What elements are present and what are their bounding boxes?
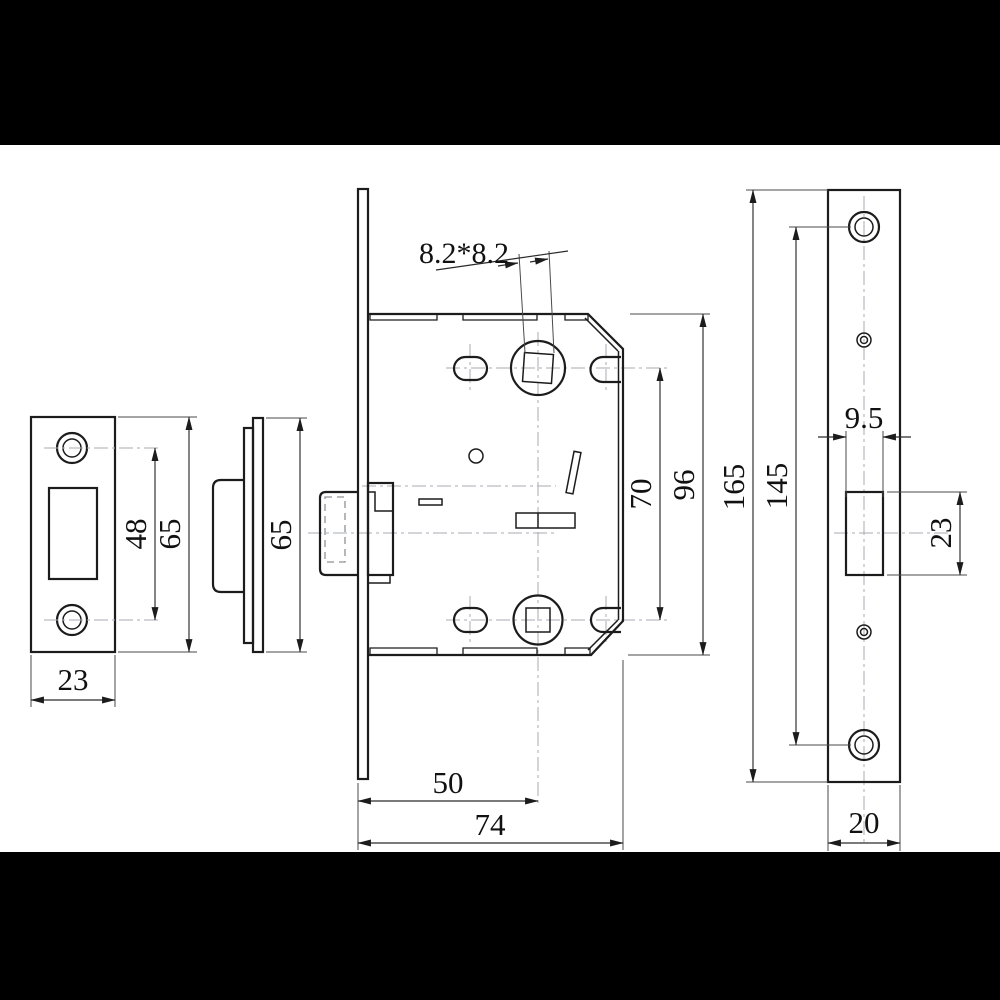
faceplate-rivet-bottom — [856, 624, 872, 640]
dim-label-plate-width: 20 — [849, 805, 880, 840]
strike-plate-body — [29, 415, 117, 654]
latch-bolt-hidden-line — [324, 496, 346, 563]
guide-slot — [418, 498, 443, 506]
upper-spindle-hub — [509, 339, 567, 397]
strike-plate-side-view: 65 — [211, 416, 307, 654]
dim-label-plate-height: 165 — [716, 464, 751, 511]
lock-case-view: 8.2*8.2 70 96 50 74 — [308, 187, 710, 850]
faceplate-rivet-top — [856, 332, 872, 348]
dim-label-spindle-spacing: 70 — [623, 479, 658, 510]
dim-arrow — [497, 261, 519, 269]
dim-label-case-height: 96 — [666, 470, 701, 501]
dim-leader-spindle — [435, 250, 569, 271]
lower-spindle-hub — [512, 594, 564, 646]
strike-dust-box — [211, 478, 244, 594]
case-tab — [462, 314, 538, 321]
faceplate-rivet-top-inner — [859, 335, 869, 345]
extension-line — [518, 253, 526, 354]
faceplate-screw-hole-top-inner — [854, 217, 874, 237]
latch-bolt — [318, 490, 358, 577]
dim-arrow — [529, 257, 549, 265]
dim-label-spindle-hole: 8.2*8.2 — [419, 237, 509, 270]
case-tab — [462, 647, 538, 655]
letterbox-bottom — [0, 852, 1000, 1000]
dim-label-case-depth: 74 — [475, 807, 507, 842]
lower-spindle-square-hole — [525, 607, 551, 633]
faceplate-screw-hole-bottom-inner — [854, 735, 874, 755]
dim-label-strike-height: 65 — [152, 519, 187, 550]
faceplate-rivet-bottom-inner — [859, 627, 869, 637]
fixing-slot — [452, 355, 489, 382]
lock-case-outline — [368, 312, 625, 657]
case-tab — [564, 314, 589, 321]
case-tab — [369, 314, 438, 321]
spring-slot — [565, 450, 582, 495]
latch-body-step — [368, 491, 393, 512]
faceplate-front-view: 9.5 23 165 145 20 — [716, 188, 967, 851]
case-tab — [564, 647, 591, 655]
strike-plate-front-view: 48 65 23 — [29, 415, 197, 707]
case-tab — [369, 647, 438, 655]
faceplate-latch-hole — [844, 490, 885, 577]
fixing-slot — [452, 606, 489, 634]
dim-label-latch-hole-width: 9.5 — [845, 400, 884, 435]
dim-label-strike-side-height: 65 — [263, 520, 298, 551]
dim-label-latch-hole-height: 23 — [923, 518, 958, 549]
dim-label-backset: 50 — [433, 765, 464, 800]
dim-label-screw-spacing: 48 — [118, 519, 153, 550]
strike-plate-edge — [251, 416, 265, 654]
case-chamfer-fold-bottom — [587, 619, 619, 651]
letterbox-top — [0, 0, 1000, 145]
latch-body-lip — [367, 574, 391, 584]
strike-latch-opening — [47, 486, 99, 581]
fixing-slot — [589, 355, 621, 384]
follower-bar — [515, 512, 576, 529]
drawing-sheet — [0, 145, 1000, 852]
pin-hole — [468, 448, 484, 464]
upper-spindle-square-hole — [521, 351, 555, 385]
faceplate-body — [826, 188, 902, 784]
dim-label-screw-spacing: 145 — [759, 463, 794, 510]
case-chamfer-fold-top — [584, 317, 619, 352]
dim-label-strike-width: 23 — [58, 662, 89, 697]
fixing-slot — [589, 606, 621, 634]
extension-line — [548, 250, 555, 354]
